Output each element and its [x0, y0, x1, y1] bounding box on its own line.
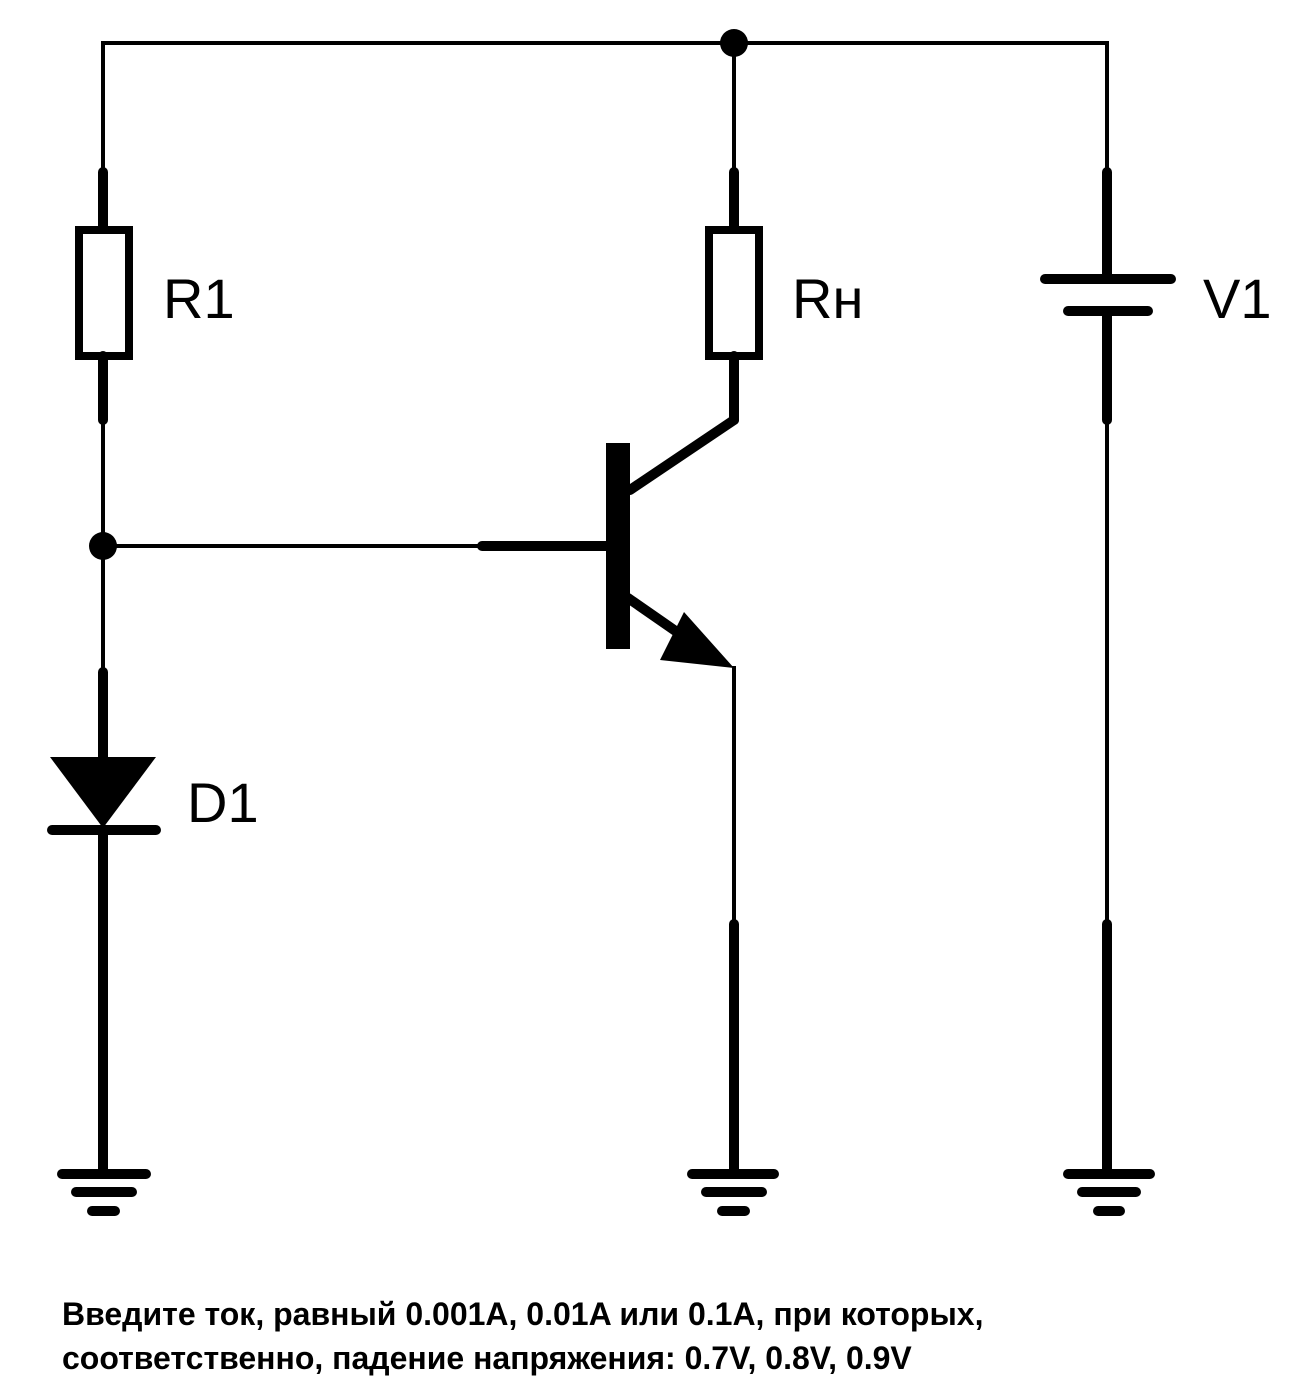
ground-battery	[1063, 1169, 1155, 1216]
task-caption: Введите ток, равный 0.001A, 0.01A или 0.…	[62, 1292, 1262, 1380]
top-junction-dot	[720, 29, 748, 57]
resistor-rn	[705, 167, 763, 425]
rn-label: Rн	[792, 267, 863, 330]
top-rail-wire	[101, 41, 1109, 170]
circuit-schematic: R1 D1 Rн	[47, 29, 1272, 1216]
battery-v1	[1040, 167, 1176, 425]
caption-line-2: соответственно, падение напряжения: 0.7V…	[62, 1340, 912, 1376]
resistor-r1	[75, 167, 133, 425]
ground-d1	[57, 1169, 151, 1216]
diode-d1	[47, 667, 161, 1177]
npn-transistor	[477, 415, 739, 668]
r1-label: R1	[163, 267, 235, 330]
d1-label: D1	[187, 771, 259, 834]
v1-label: V1	[1203, 267, 1272, 330]
ground-emitter	[687, 1169, 779, 1216]
caption-line-1: Введите ток, равный 0.001A, 0.01A или 0.…	[62, 1296, 984, 1332]
